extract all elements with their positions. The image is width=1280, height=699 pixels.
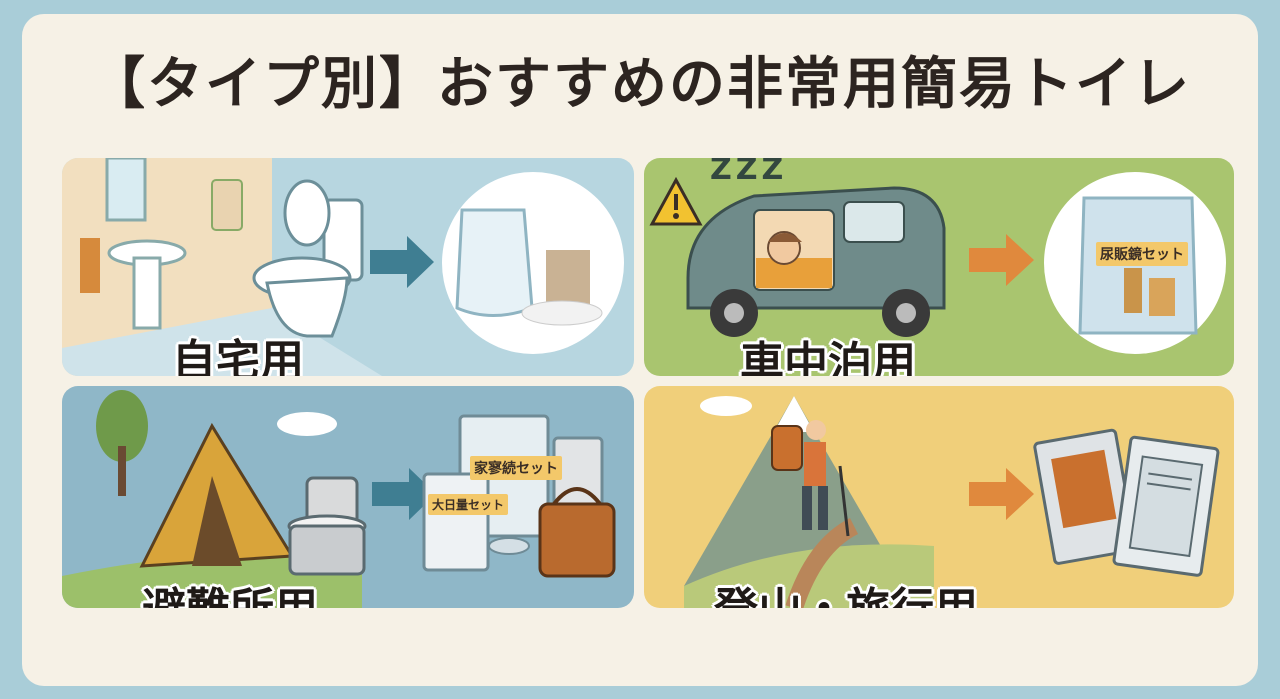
hiker-icon — [771, 420, 850, 537]
package-label: 大日量セット — [428, 494, 509, 515]
bag-icon — [455, 208, 603, 326]
tent-icon — [62, 390, 362, 608]
panel-car: ZZZ 尿販鏡セット 車中泊用 — [644, 158, 1234, 376]
warning-icon — [649, 176, 703, 226]
portable-toilet-icon — [287, 476, 367, 576]
pouch-icon — [1033, 428, 1220, 577]
arrow-right-icon — [969, 234, 1034, 286]
package-label: 家寥続セット — [470, 456, 562, 480]
panel-hike: 登山・旅行用 — [644, 386, 1234, 608]
panel-shelter: 家寥続セット 大日量セット 避難所用 — [62, 386, 634, 608]
arrow-right-icon — [969, 468, 1034, 520]
label-home: 自宅用 — [172, 336, 304, 376]
bathroom-illustration — [62, 158, 382, 376]
arrow-right-icon — [372, 468, 436, 520]
bag-icon — [1078, 196, 1198, 335]
label-car: 車中泊用 — [740, 338, 916, 376]
van-icon — [686, 186, 946, 337]
arrow-right-icon — [370, 236, 434, 288]
sleep-zzz-text: ZZZ — [710, 158, 788, 187]
label-hike: 登山・旅行用 — [714, 584, 978, 608]
panel-home: 自宅用 — [62, 158, 634, 376]
toilet-icon — [252, 179, 364, 338]
page-title: 【タイプ別】おすすめの非常用簡易トイレ — [89, 52, 1191, 117]
package-label: 尿販鏡セット — [1096, 242, 1188, 266]
mountain-icon — [684, 396, 934, 608]
bag-icon — [422, 414, 616, 578]
label-shelter: 避難所用 — [142, 584, 318, 608]
